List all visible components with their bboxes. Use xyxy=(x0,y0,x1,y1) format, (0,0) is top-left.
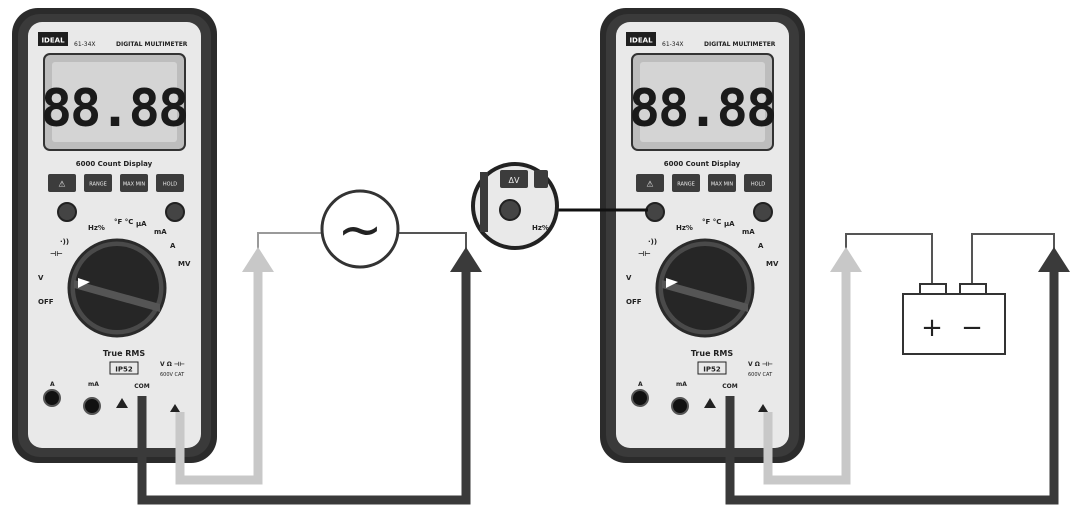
a-jack[interactable] xyxy=(44,390,60,406)
dial-label-mv: MV xyxy=(178,260,191,268)
dial-label-a: A xyxy=(758,242,764,250)
volt-jack-label: V Ω ⊣⊢ xyxy=(160,361,185,368)
lcd-digits: 88.88 xyxy=(629,79,776,139)
battery-plus-sign: + xyxy=(921,313,943,343)
dc-wire-right xyxy=(972,234,1054,284)
probe-tip-black-arrow xyxy=(1038,247,1070,272)
probe-tip-gray-arrow xyxy=(242,247,274,272)
lcd-digits: 88.88 xyxy=(41,79,188,139)
battery-terminal-plus xyxy=(920,284,946,294)
ma-jack[interactable] xyxy=(672,398,688,414)
probe-tip-black-arrow xyxy=(450,247,482,272)
ip-rating-label: IP52 xyxy=(703,366,721,374)
dial-label-off: OFF xyxy=(38,298,54,306)
ma-jack-label: mA xyxy=(676,381,687,388)
meter-title: DIGITAL MULTIMETER xyxy=(704,41,776,48)
dial-label-ma: mA xyxy=(742,228,755,236)
a-jack-label: A xyxy=(638,381,643,388)
count-display-label: 6000 Count Display xyxy=(76,160,153,168)
inset-side-button xyxy=(534,170,548,188)
dial-label-hz: Hz% xyxy=(676,224,693,232)
dial-label-a: A xyxy=(170,242,176,250)
volt-jack-sub: 600V CAT xyxy=(748,372,773,378)
button-warning-label: ⚠ xyxy=(58,180,65,189)
volt-jack-label: V Ω ⊣⊢ xyxy=(748,361,773,368)
ip-rating-label: IP52 xyxy=(115,366,133,374)
round-button-left[interactable] xyxy=(58,203,76,221)
multimeter-right: IDEAL 61-34X DIGITAL MULTIMETER 88.88 60… xyxy=(600,8,805,463)
brand-label: IDEAL xyxy=(629,37,653,45)
ac-source-symbol: ~ xyxy=(337,198,382,261)
brand-label: IDEAL xyxy=(41,37,65,45)
count-display-label: 6000 Count Display xyxy=(664,160,741,168)
round-button-right[interactable] xyxy=(754,203,772,221)
ma-jack[interactable] xyxy=(84,398,100,414)
volt-jack-sub: 600V CAT xyxy=(160,372,185,378)
button-hold-label: HOLD xyxy=(163,182,177,188)
button-maxmin-label: MAX MIN xyxy=(123,182,146,188)
inset-round-button xyxy=(500,200,520,220)
round-button-right[interactable] xyxy=(166,203,184,221)
true-rms-label: True RMS xyxy=(103,349,146,358)
dial-label-cap: ⊣⊢ xyxy=(638,250,651,258)
inset-edge xyxy=(480,172,488,232)
com-jack-label: COM xyxy=(134,383,150,390)
round-button-left[interactable] xyxy=(646,203,664,221)
ma-jack-label: mA xyxy=(88,381,99,388)
dial-label-temp: °F °C xyxy=(702,218,721,226)
button-warning-label: ⚠ xyxy=(646,180,653,189)
probe-tip-gray-arrow xyxy=(830,247,862,272)
dial-label-continuity: ·)) xyxy=(648,238,657,246)
dial-label-temp: °F °C xyxy=(114,218,133,226)
dial-label-ma: mA xyxy=(154,228,167,236)
dial-label-v: V xyxy=(626,274,632,282)
inset-dial-label: Hz% xyxy=(532,224,549,232)
button-hold-label: HOLD xyxy=(751,182,765,188)
button-maxmin-label: MAX MIN xyxy=(711,182,734,188)
battery-minus-sign: − xyxy=(961,313,983,343)
battery-body xyxy=(903,294,1005,354)
multimeter-left: IDEAL 61-34X DIGITAL MULTIMETER 88.88 60… xyxy=(12,8,217,463)
battery-terminal-minus xyxy=(960,284,986,294)
inset-button-label: ΔV xyxy=(509,176,520,185)
dc-wire-left xyxy=(846,234,932,284)
model-label: 61-34X xyxy=(662,41,684,48)
dial-label-cap: ⊣⊢ xyxy=(50,250,63,258)
true-rms-label: True RMS xyxy=(691,349,734,358)
model-label: 61-34X xyxy=(74,41,96,48)
dial-label-ua: μA xyxy=(724,220,735,228)
meter-title: DIGITAL MULTIMETER xyxy=(116,41,188,48)
com-jack-label: COM xyxy=(722,383,738,390)
dial-label-off: OFF xyxy=(626,298,642,306)
ac-wire-left xyxy=(258,233,322,255)
dial-label-mv: MV xyxy=(766,260,779,268)
dial-label-v: V xyxy=(38,274,44,282)
a-jack[interactable] xyxy=(632,390,648,406)
dial-label-continuity: ·)) xyxy=(60,238,69,246)
button-range-label: RANGE xyxy=(677,182,694,188)
button-range-label: RANGE xyxy=(89,182,106,188)
ac-wire-right xyxy=(398,233,466,255)
a-jack-label: A xyxy=(50,381,55,388)
dial-label-ua: μA xyxy=(136,220,147,228)
dial-label-hz: Hz% xyxy=(88,224,105,232)
